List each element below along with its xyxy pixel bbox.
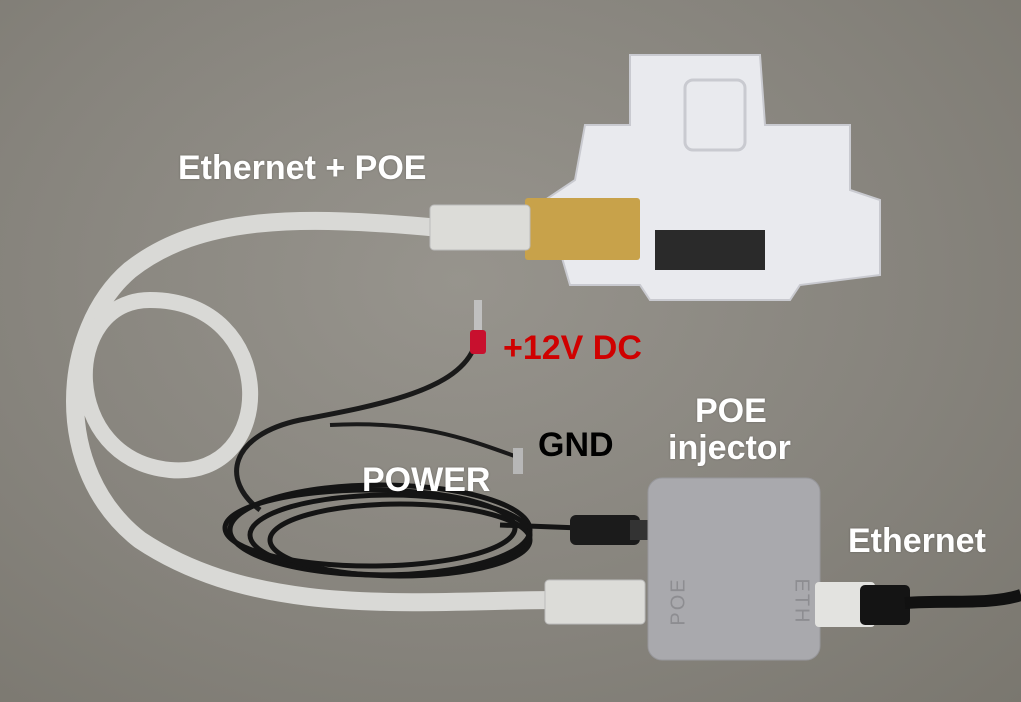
red-wire [234,344,478,512]
poe-injector-box [647,477,821,661]
label-gnd: GND [538,426,614,464]
flat-ethernet-cable [66,211,569,612]
pin-header [655,230,765,270]
label-12v-dc: +12V DC [503,329,642,367]
rj45-jack [525,198,640,260]
red-ferrule [470,330,486,354]
poe-device [525,54,881,301]
gnd-ferrule [513,448,523,474]
poe-port-marking: POE [667,577,690,626]
label-ethernet: Ethernet [848,522,986,560]
label-poe-injector-line2: injector [668,429,791,467]
label-power: POWER [362,461,491,499]
coiled-power-cable [222,482,581,579]
black-wire [329,422,521,460]
flat-ethernet-cable-loop [76,292,259,479]
eth-port-marking: ETH [790,578,813,625]
device-logo-embossing [683,78,747,152]
label-poe-injector-line1: POE [695,392,767,430]
black-ethernet-cable [904,589,1021,609]
label-ethernet-poe: Ethernet + POE [178,149,427,187]
rj45-plug-top [429,204,531,251]
dc-barrel-plug [570,515,640,545]
rj45-plug-bottom [544,579,646,625]
